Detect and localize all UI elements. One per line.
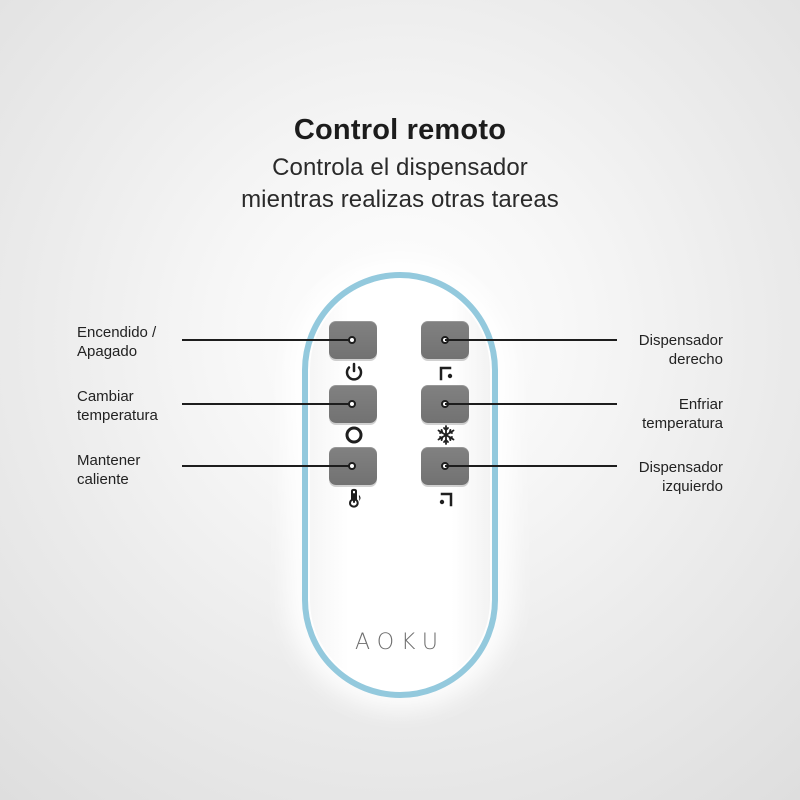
left-dispenser-label: Dispensador izquierdo: [639, 458, 723, 496]
power-callout-dot: [348, 336, 356, 344]
page-title: Control remoto: [293, 114, 507, 146]
temperature-callout-dot: [348, 400, 356, 408]
thermometer-flame-icon: [348, 488, 361, 508]
keep-hot-label-line-2: caliente: [77, 471, 129, 488]
right-dispenser-label: Dispensador derecho: [639, 331, 723, 369]
left-dispenser-label-line-2: izquierdo: [662, 478, 723, 495]
temperature-label-line-2: temperatura: [77, 407, 158, 424]
left-dispenser-label-line-1: Dispensador: [638, 459, 723, 476]
power-callout-line: [182, 339, 349, 341]
faucet-left-icon: [439, 492, 453, 507]
left-dispenser-callout-line: [445, 465, 617, 467]
page-subtitle-line-1: Controla el dispensador: [272, 154, 528, 181]
keep-hot-label: Mantener caliente: [77, 451, 140, 489]
cool-label-line-2: temperatura: [642, 415, 723, 432]
page-subtitle-line-2: mientras realizas otras tareas: [241, 186, 559, 213]
keep-hot-callout-line: [182, 465, 349, 467]
keep-hot-callout-dot: [348, 462, 356, 470]
keep-hot-label-line-1: Mantener: [77, 452, 141, 469]
cool-label: Enfriar temperatura: [642, 395, 723, 433]
power-label-line-1: Encendido /: [77, 324, 157, 341]
snowflake-icon: [437, 425, 455, 445]
circle-icon: [345, 426, 363, 444]
temperature-callout-line: [182, 403, 349, 405]
power-label-line-2: Apagado: [77, 343, 138, 360]
faucet-right-icon: [439, 366, 453, 381]
brand-logo-text: AOKU: [355, 630, 445, 655]
cool-label-line-1: Enfriar: [678, 396, 723, 413]
right-dispenser-callout-line: [445, 339, 617, 341]
power-label: Encendido / Apagado: [77, 323, 156, 361]
cool-callout-line: [445, 403, 617, 405]
right-dispenser-label-line-1: Dispensador: [638, 332, 723, 349]
right-dispenser-label-line-2: derecho: [668, 351, 723, 368]
temperature-label: Cambiar temperatura: [77, 387, 158, 425]
temperature-label-line-1: Cambiar: [77, 388, 134, 405]
power-icon: [345, 362, 363, 381]
